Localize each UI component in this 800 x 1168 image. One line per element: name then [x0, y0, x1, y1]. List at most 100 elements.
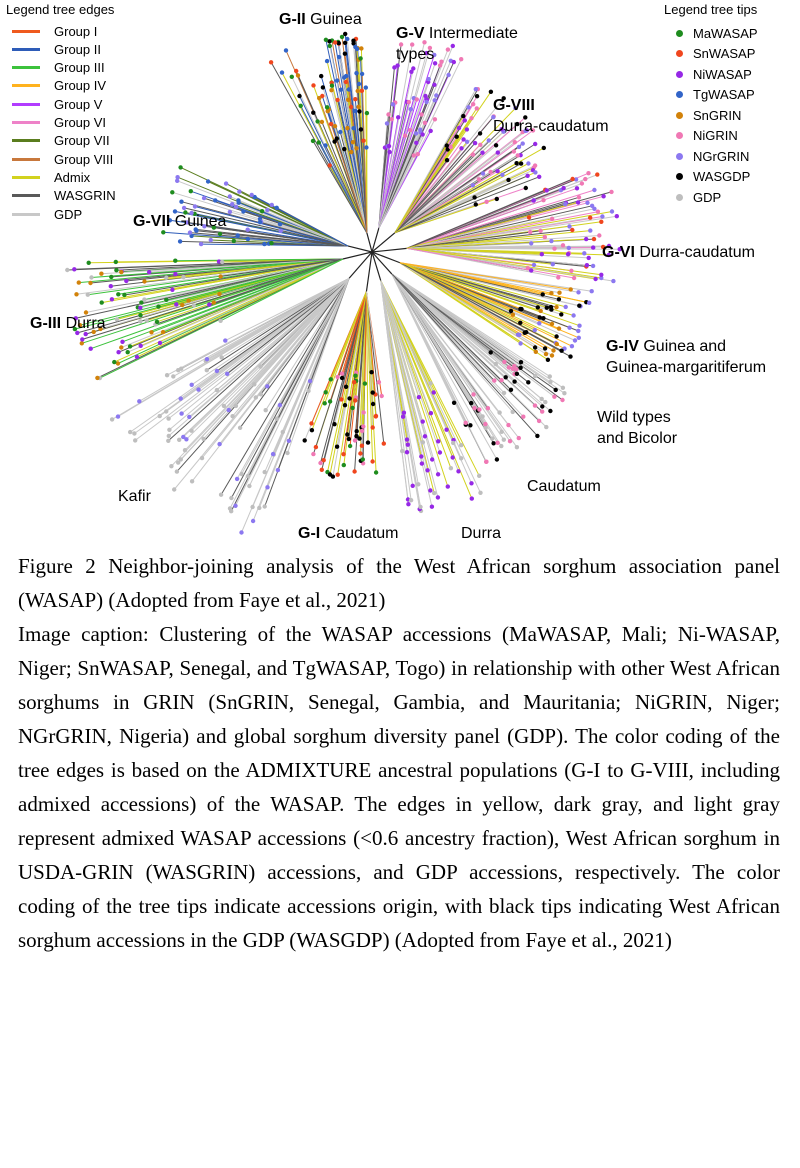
tree-tip: [259, 209, 265, 214]
tree-edge: [380, 280, 432, 414]
tree-tip: [184, 220, 190, 225]
tree-tip: [408, 128, 413, 133]
tree-tip: [576, 335, 581, 340]
tree-edge: [91, 258, 343, 278]
tree-tip: [599, 275, 604, 281]
tree-edge: [181, 278, 350, 414]
tree-tip: [263, 408, 268, 413]
tree-tip: [258, 392, 263, 397]
tree-tip: [176, 368, 181, 373]
tree-edge: [238, 199, 348, 247]
tree-tip: [506, 422, 511, 428]
tree-tip: [99, 300, 104, 305]
tree-tip: [373, 470, 379, 475]
tree-trunk-edge: [347, 245, 373, 253]
tree-edge: [399, 262, 521, 344]
tree-edge: [399, 262, 547, 355]
tree-tip: [396, 115, 401, 120]
tree-tip: [342, 51, 348, 56]
tree-tip: [408, 498, 414, 503]
tree-tip: [233, 503, 238, 508]
tree-tip: [189, 382, 194, 387]
tree-tip: [406, 99, 411, 105]
tree-tip: [516, 435, 521, 441]
tree-tip: [470, 183, 476, 188]
legend-edge-item: GDP: [12, 205, 82, 223]
tree-edge: [255, 278, 350, 398]
tree-tip: [520, 141, 525, 146]
tree-edge: [394, 163, 522, 234]
tree-tip: [233, 204, 239, 209]
tree-tip: [311, 83, 316, 88]
tree-tip: [351, 41, 356, 46]
tree-tip: [277, 222, 283, 227]
tree-tip: [334, 78, 340, 83]
tree-tip: [499, 429, 504, 434]
tree-tip: [370, 390, 375, 395]
tree-tip: [582, 251, 587, 256]
tree-tip: [89, 275, 94, 280]
tree-tip: [319, 73, 324, 79]
tree-tip: [357, 109, 362, 114]
tree-tip: [577, 323, 582, 328]
tree-tip: [286, 438, 292, 443]
tree-tip: [379, 393, 384, 399]
tree-tip: [404, 437, 410, 442]
tree-tip: [488, 350, 493, 355]
tree-tip: [317, 95, 322, 101]
tree-edge: [391, 274, 498, 460]
tree-tip: [257, 505, 262, 511]
tree-tip: [125, 350, 130, 355]
tree-tip: [80, 337, 85, 342]
tree-trunk-edge: [365, 251, 373, 292]
tree-tip: [169, 464, 174, 469]
tree-tip: [446, 72, 451, 78]
tree-edge: [406, 187, 564, 249]
tree-tip: [327, 399, 333, 404]
tree-tip: [547, 374, 552, 379]
tree-tip: [361, 138, 366, 143]
tree-edge: [394, 163, 529, 234]
tree-tip: [541, 198, 546, 203]
tree-tip: [335, 374, 340, 380]
tree-tip: [332, 40, 338, 45]
tree-edge: [163, 231, 348, 247]
tree-tip: [187, 414, 192, 420]
tree-tip: [309, 428, 315, 433]
tree-tip: [345, 432, 350, 437]
tree-tip: [434, 93, 439, 98]
tree-tip: [381, 441, 386, 446]
tree-tip: [474, 106, 479, 111]
tree-tip: [156, 304, 161, 309]
tree-tip: [269, 202, 274, 208]
tree-tip: [181, 434, 186, 440]
tree-tip: [422, 120, 428, 126]
tree-tip: [462, 118, 467, 123]
tree-tip: [592, 187, 597, 193]
tree-tip: [133, 438, 138, 443]
tree-tip: [494, 196, 499, 202]
tree-tip: [229, 495, 234, 501]
tree-tip: [310, 138, 316, 144]
tree-tip: [119, 269, 124, 275]
tree-tip: [405, 442, 410, 447]
tree-tip: [483, 421, 488, 427]
tree-tip: [526, 161, 531, 166]
tree-tip: [166, 416, 171, 421]
tree-tip: [204, 368, 209, 373]
tree-edge: [391, 273, 551, 377]
tree-tip: [461, 137, 466, 142]
tree-tip: [512, 379, 517, 384]
tree-tip: [339, 34, 345, 40]
tree-tip: [339, 375, 345, 381]
legend-edge-item: Group VIII: [12, 150, 113, 168]
tree-edge: [365, 291, 369, 443]
tree-tip: [584, 263, 590, 268]
tree-tip: [510, 409, 515, 415]
tree-edge: [318, 142, 368, 233]
tree-tip: [166, 433, 171, 439]
tree-tip: [233, 403, 239, 409]
tree-edge: [380, 280, 454, 444]
tree-tip: [559, 348, 564, 353]
